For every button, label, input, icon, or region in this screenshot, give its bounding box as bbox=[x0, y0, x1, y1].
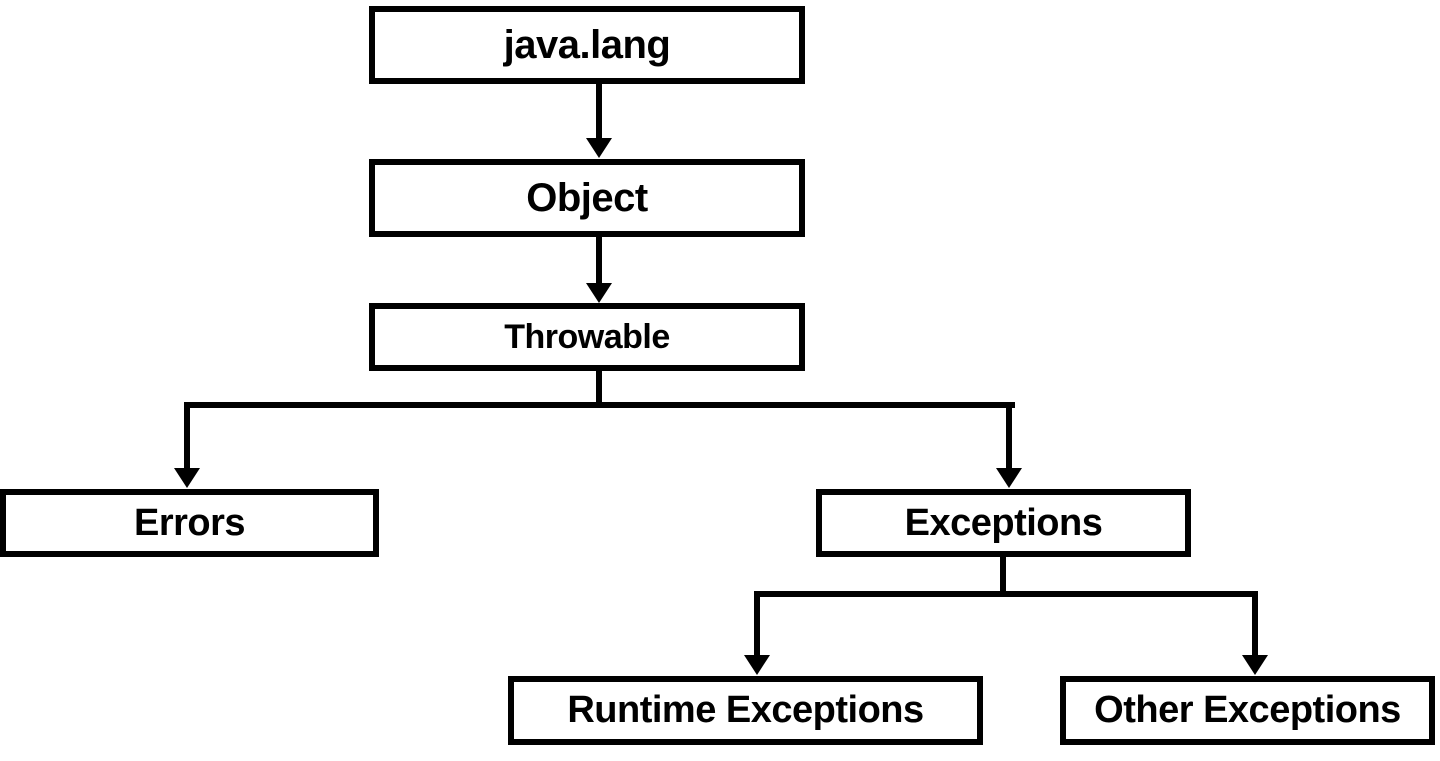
edge-exceptions-split-bar bbox=[754, 591, 1258, 597]
node-other-exceptions[interactable]: Other Exceptions bbox=[1060, 676, 1435, 745]
edge-exceptions-runtime-line bbox=[754, 591, 760, 661]
edge-throwable-split-stem bbox=[596, 371, 602, 408]
edge-exceptions-runtime-arrowhead bbox=[744, 655, 770, 675]
edge-throwable-exceptions-arrowhead bbox=[996, 468, 1022, 488]
node-object-label: Object bbox=[526, 175, 648, 220]
edge-exceptions-split-stem bbox=[1000, 557, 1006, 597]
node-throwable[interactable]: Throwable bbox=[369, 303, 805, 371]
edge-throwable-split-bar bbox=[184, 402, 1015, 408]
node-java-lang-label: java.lang bbox=[503, 22, 671, 67]
edge-exceptions-other-arrowhead bbox=[1242, 655, 1268, 675]
edge-javalang-object-line bbox=[596, 84, 602, 140]
edge-object-throwable-line bbox=[596, 237, 602, 286]
node-errors-label: Errors bbox=[133, 501, 246, 544]
node-java-lang[interactable]: java.lang bbox=[369, 6, 805, 84]
edge-exceptions-other-line bbox=[1252, 591, 1258, 661]
node-object[interactable]: Object bbox=[369, 159, 805, 237]
edge-throwable-errors-arrowhead bbox=[174, 468, 200, 488]
node-throwable-label: Throwable bbox=[504, 317, 670, 356]
node-runtime-exceptions-label: Runtime Exceptions bbox=[567, 689, 924, 731]
edge-throwable-exceptions-line bbox=[1006, 402, 1012, 474]
node-other-exceptions-label: Other Exceptions bbox=[1094, 689, 1401, 731]
edge-javalang-object-arrowhead bbox=[586, 138, 612, 158]
edge-object-throwable-arrowhead bbox=[586, 283, 612, 303]
edge-throwable-errors-line bbox=[184, 402, 190, 474]
node-exceptions[interactable]: Exceptions bbox=[816, 489, 1191, 557]
node-runtime-exceptions[interactable]: Runtime Exceptions bbox=[508, 676, 983, 745]
node-exceptions-label: Exceptions bbox=[904, 501, 1103, 544]
node-errors[interactable]: Errors bbox=[0, 489, 379, 557]
